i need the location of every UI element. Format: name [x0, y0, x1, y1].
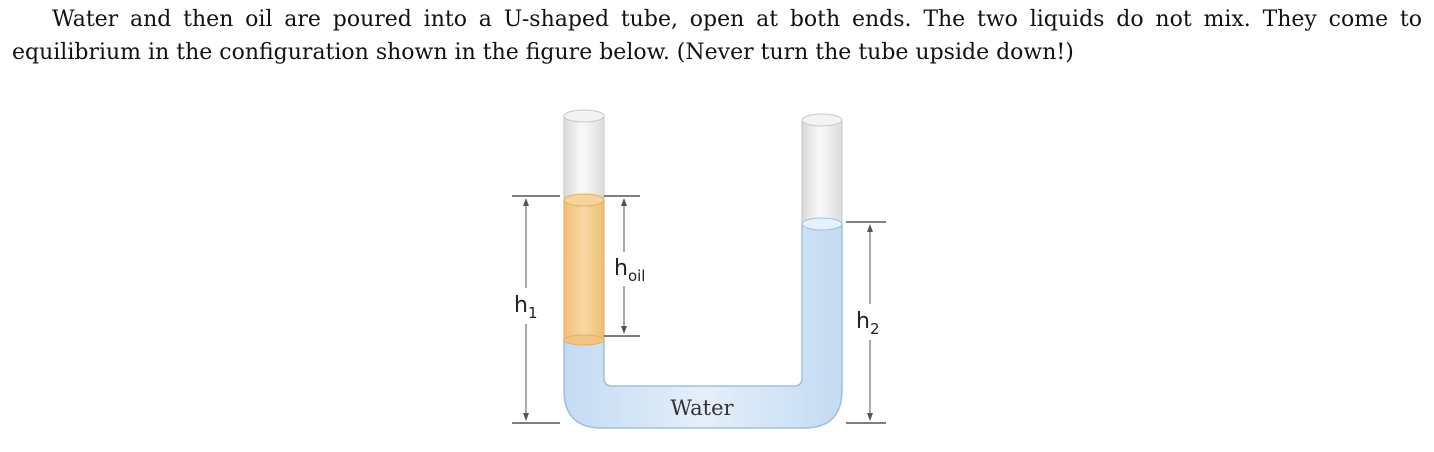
oil-surface: [563, 193, 605, 207]
hoil-arrow-up: [621, 198, 627, 206]
water-label: Water: [670, 396, 734, 420]
u-tube-diagram: h1 hoil h2 Water: [510, 109, 888, 429]
hoil-arrow-down: [621, 326, 627, 334]
left-tube-empty-section: [563, 115, 605, 201]
right-tube-empty-section: [801, 119, 843, 225]
h1-label: h1: [514, 293, 538, 322]
oil-column: [563, 199, 605, 341]
oil-water-interface: [563, 334, 605, 346]
water-surface-right: [801, 217, 843, 231]
h1-arrow-down: [523, 413, 529, 421]
h2-arrow-up: [867, 224, 873, 232]
right-tube-opening: [801, 113, 843, 127]
left-tube-opening: [563, 109, 605, 123]
u-tube-figure: h1 hoil h2 Water: [490, 100, 910, 440]
h2-arrow-down: [867, 413, 873, 421]
h1-arrow-up: [523, 198, 529, 206]
hoil-label: hoil: [614, 256, 645, 285]
h2-label: h2: [856, 309, 880, 338]
problem-statement: Water and then oil are poured into a U-s…: [12, 7, 1422, 65]
